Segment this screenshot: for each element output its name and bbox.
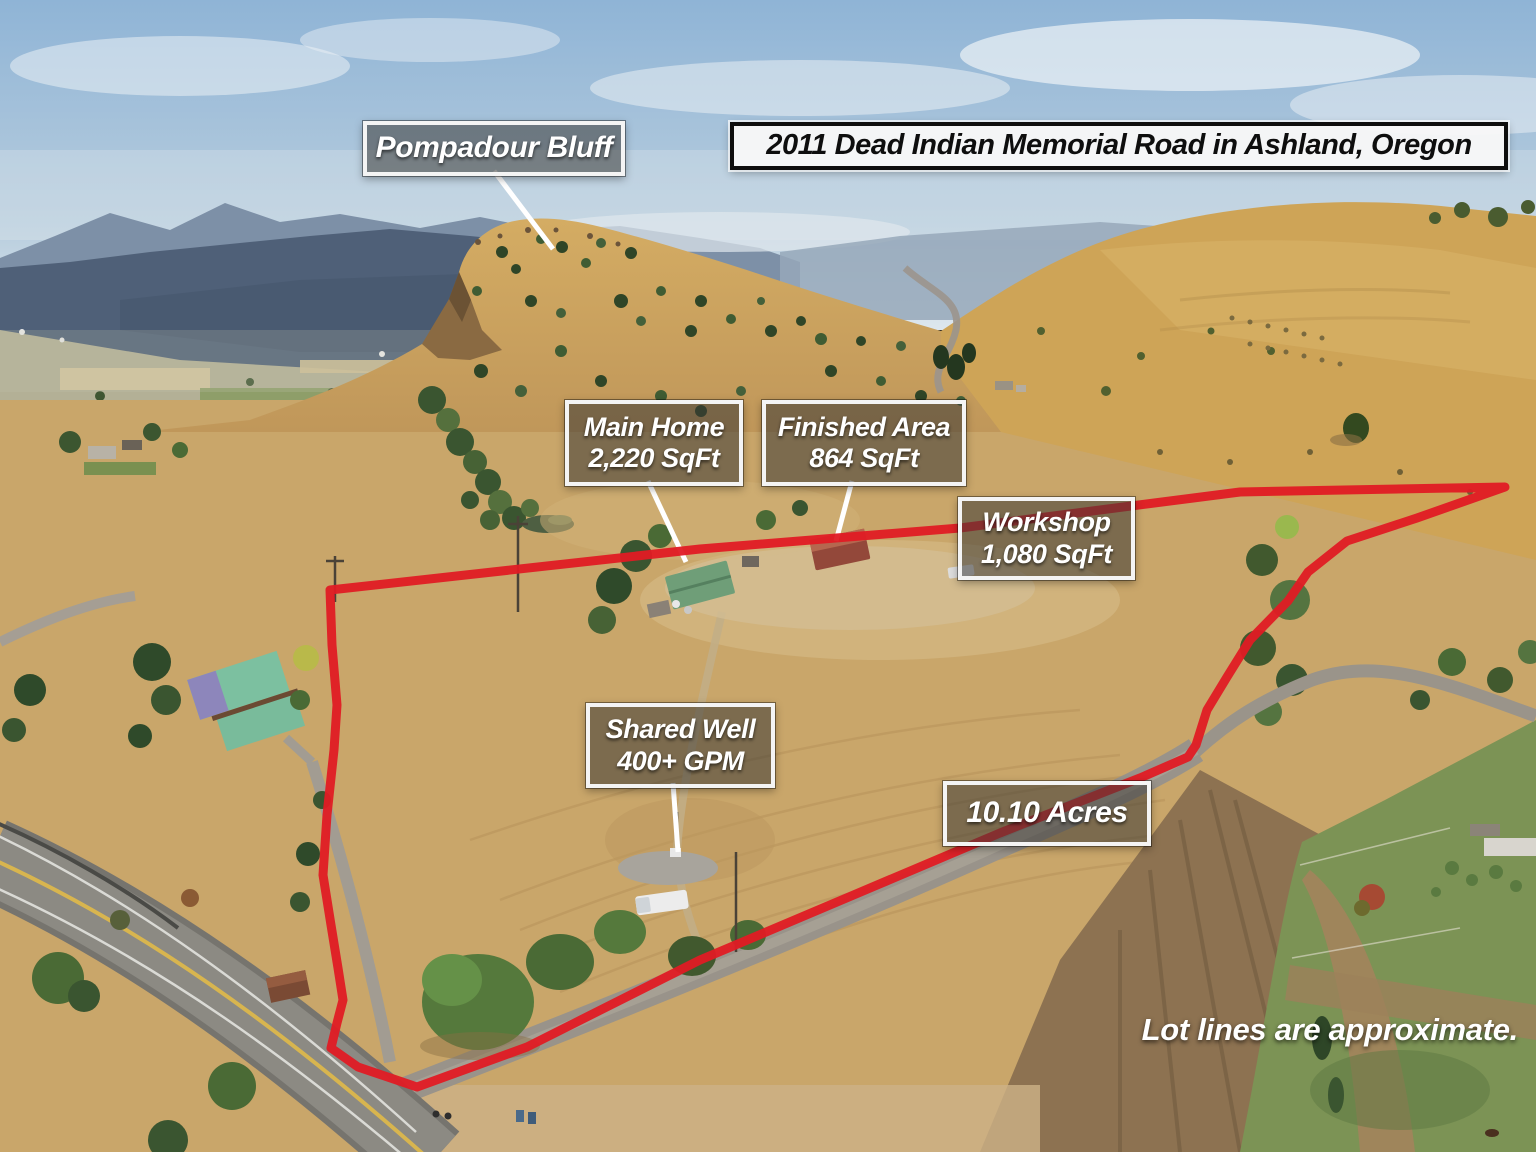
bluff-label: Pompadour Bluff [363, 121, 625, 176]
workshop-label: Workshop 1,080 SqFt [958, 497, 1135, 580]
shared-well-name: Shared Well [605, 714, 756, 745]
acreage-text: 10.10 Acres [966, 796, 1128, 830]
shared-well-label: Shared Well 400+ GPM [586, 703, 775, 788]
lot-lines-disclaimer: Lot lines are approximate. [1141, 1012, 1519, 1047]
leader-line [670, 782, 681, 853]
property-boundary-line [318, 482, 1510, 1092]
acreage-label: 10.10 Acres [943, 781, 1151, 846]
leader-line [833, 480, 855, 542]
finished-area-name: Finished Area [777, 411, 951, 442]
shared-well-size: 400+ GPM [617, 745, 744, 776]
workshop-name: Workshop [982, 507, 1111, 538]
address-banner: 2011 Dead Indian Memorial Road in Ashlan… [730, 122, 1508, 170]
main-home-size: 2,220 SqFt [588, 443, 720, 473]
finished-area-size: 864 SqFt [809, 443, 919, 473]
address-text: 2011 Dead Indian Memorial Road in Ashlan… [766, 129, 1472, 162]
leader-line [492, 169, 555, 251]
main-home-label: Main Home 2,220 SqFt [565, 400, 743, 486]
bluff-label-text: Pompadour Bluff [375, 131, 613, 165]
workshop-size: 1,080 SqFt [980, 538, 1113, 569]
finished-area-label: Finished Area 864 SqFt [762, 400, 966, 486]
main-home-name: Main Home [583, 411, 725, 442]
